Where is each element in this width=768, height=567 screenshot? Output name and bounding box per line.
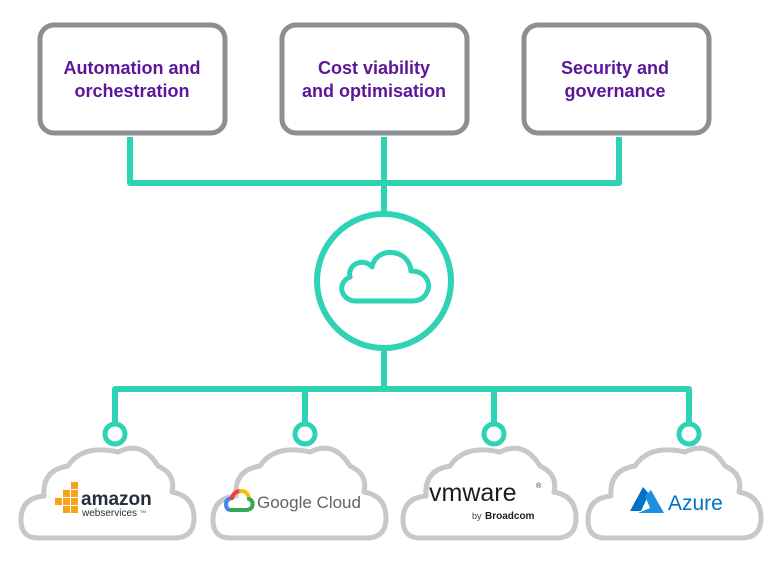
box-security: Security and governance xyxy=(521,22,712,136)
connector-nodes xyxy=(102,421,702,447)
box-cost: Cost viability and optimisation xyxy=(279,22,470,136)
google-brand: Google Cloud xyxy=(257,493,361,512)
connector-lines xyxy=(112,137,692,424)
center-hub xyxy=(314,211,454,351)
aws-tm: TM xyxy=(140,509,146,514)
aws-sub: webservices xyxy=(81,508,137,519)
box-security-line2: governance xyxy=(564,81,665,101)
vmware-by: by xyxy=(472,511,482,521)
cloud-icon xyxy=(339,249,432,304)
azure-icon xyxy=(630,487,664,513)
cloud-shape xyxy=(210,445,389,541)
top-connector xyxy=(127,137,622,212)
box-automation-line2: orchestration xyxy=(74,81,189,101)
connector-node xyxy=(676,421,702,447)
box-cost-line2: and optimisation xyxy=(302,81,446,101)
provider-vmware: vmware ® by Broadcom xyxy=(400,445,579,541)
vmware-brand: vmware xyxy=(429,479,517,507)
provider-google-cloud: Google Cloud xyxy=(210,445,389,541)
box-automation: Automation and orchestration xyxy=(37,22,228,136)
cloud-shape xyxy=(18,445,197,541)
google-cloud-icon xyxy=(223,489,255,512)
box-cost-line1: Cost viability xyxy=(318,58,430,78)
connector-node xyxy=(481,421,507,447)
vmware-reg: ® xyxy=(536,482,542,490)
box-automation-line1: Automation and xyxy=(64,58,201,78)
bottom-connector xyxy=(112,350,692,424)
cloud-shape xyxy=(585,445,764,541)
connector-node xyxy=(292,421,318,447)
connector-node xyxy=(102,421,128,447)
aws-cubes-icon xyxy=(55,482,78,513)
aws-brand: amazon xyxy=(81,489,152,510)
cloud-shape xyxy=(400,445,579,541)
provider-azure: Azure xyxy=(585,445,764,541)
vmware-broadcom: Broadcom xyxy=(485,511,535,522)
provider-aws: amazon webservices TM xyxy=(18,445,197,541)
box-security-line1: Security and xyxy=(561,58,669,78)
azure-brand: Azure xyxy=(668,492,723,515)
